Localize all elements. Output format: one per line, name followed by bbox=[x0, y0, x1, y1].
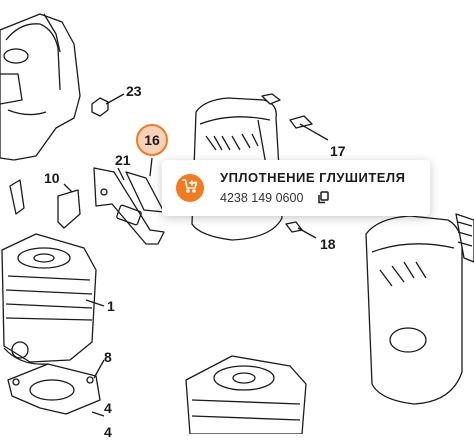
callout-17[interactable]: 17 bbox=[330, 143, 346, 159]
callout-4[interactable]: 4 bbox=[104, 400, 112, 416]
base-gasket-part-8 bbox=[7, 359, 105, 415]
callout-8[interactable]: 8 bbox=[104, 349, 112, 365]
muffler-right-part bbox=[365, 215, 463, 405]
shroud-part bbox=[0, 13, 81, 161]
spark-plug-part-10 bbox=[9, 179, 81, 229]
cart-add-icon bbox=[182, 178, 198, 199]
part-info-tooltip: УПЛОТНЕНИЕ ГЛУШИТЕЛЯ 4238 149 0600 bbox=[162, 160, 430, 216]
screen-part bbox=[455, 213, 474, 263]
callout-21[interactable]: 21 bbox=[115, 152, 131, 168]
callout-4-second[interactable]: 4 bbox=[104, 424, 112, 440]
plate-part-21 bbox=[93, 167, 165, 245]
screw-part-23 bbox=[91, 93, 125, 117]
part-name: УПЛОТНЕНИЕ ГЛУШИТЕЛЯ bbox=[220, 170, 406, 185]
screw-part-17 bbox=[261, 93, 329, 141]
part-number: 4238 149 0600 bbox=[220, 191, 304, 205]
callout-16-selected[interactable]: 16 bbox=[136, 124, 168, 156]
add-to-cart-button[interactable] bbox=[176, 174, 204, 202]
copy-icon[interactable] bbox=[317, 191, 329, 209]
callout-1[interactable]: 1 bbox=[107, 298, 115, 314]
cylinder-bottom-part bbox=[185, 355, 307, 434]
callout-10[interactable]: 10 bbox=[44, 170, 60, 186]
screw-part-18 bbox=[285, 221, 317, 239]
callout-18[interactable]: 18 bbox=[320, 236, 336, 252]
cylinder-part-1 bbox=[1, 233, 97, 365]
callout-23[interactable]: 23 bbox=[126, 83, 142, 99]
